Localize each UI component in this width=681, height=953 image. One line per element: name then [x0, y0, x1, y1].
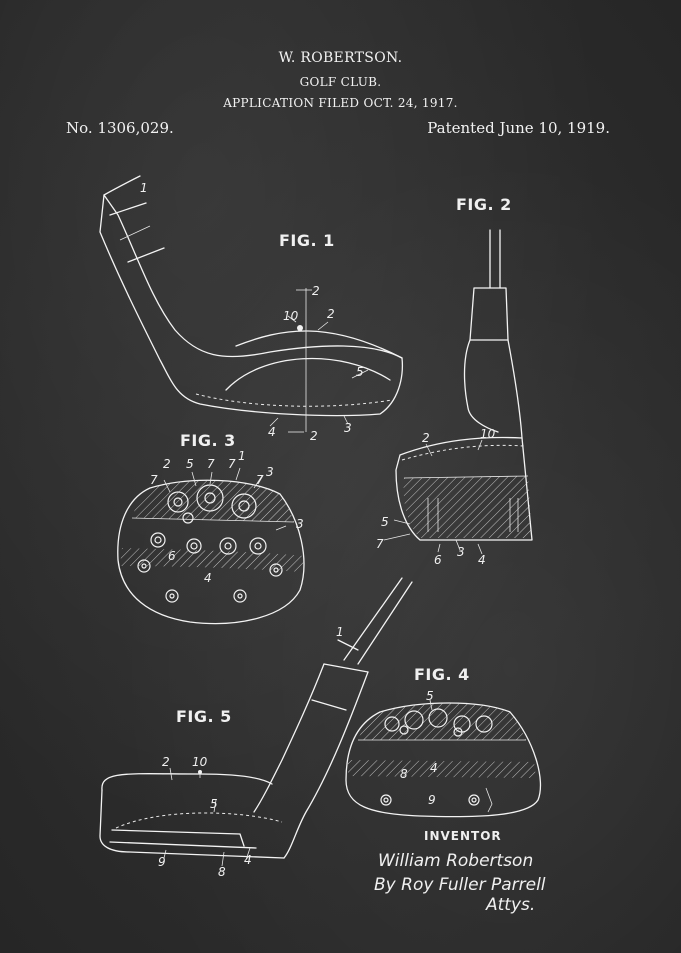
- fig5-label: 1: [336, 625, 344, 639]
- fig3-label: 1: [238, 449, 246, 463]
- patented-date: Patented June 10, 1919.: [427, 119, 610, 137]
- fig3-title: FIG. 3: [180, 431, 236, 450]
- fig2-label: 4: [478, 553, 486, 567]
- fig1-label: 3: [344, 421, 352, 435]
- fig4-title: FIG. 4: [414, 665, 470, 684]
- fig1-label: 2: [327, 307, 335, 321]
- inventor-name: W. ROBERTSON.: [278, 50, 403, 66]
- fig1-label: 2: [312, 284, 320, 298]
- fig3-label: 7: [207, 457, 215, 471]
- inventor-heading: INVENTOR: [424, 829, 502, 843]
- inventor-signature: William Robertson: [378, 851, 533, 871]
- fig3-label: 7: [256, 473, 264, 487]
- fig3-label: 5: [186, 457, 194, 471]
- fig5-drawing: [99, 577, 413, 867]
- attorney-suffix: Attys.: [485, 895, 535, 915]
- patent-title: GOLF CLUB.: [299, 75, 382, 89]
- fig4-label: 8: [400, 767, 408, 781]
- fig5-label: 8: [218, 865, 226, 879]
- fig2-title: FIG. 2: [456, 195, 512, 214]
- fig1-title: FIG. 1: [279, 231, 335, 250]
- fig5-title: FIG. 5: [176, 707, 232, 726]
- fig4-label: 9: [428, 793, 436, 807]
- fig3-label: 2: [163, 457, 171, 471]
- fig3-label: 7: [228, 457, 236, 471]
- fig4-label: 5: [426, 689, 434, 703]
- fig5-label: 10: [192, 755, 208, 769]
- fig2-label: 6: [434, 553, 442, 567]
- fig1-label: 5: [356, 365, 364, 379]
- fig1-label: 4: [268, 425, 276, 439]
- fig2-label: 10: [480, 427, 496, 441]
- attorney-signature: By Roy Fuller Parrell: [374, 875, 546, 895]
- fig1-label: 10: [283, 309, 299, 323]
- fig5-label: 5: [210, 797, 218, 811]
- fig3-drawing: [117, 467, 305, 625]
- application-filed: APPLICATION FILED OCT. 24, 1917.: [223, 96, 458, 110]
- fig2-label: 3: [457, 545, 465, 559]
- fig3-label: 3: [296, 517, 304, 531]
- fig1-label: 2: [310, 429, 318, 443]
- fig5-label: 2: [162, 755, 170, 769]
- fig2-label: 2: [422, 431, 430, 445]
- fig2-label: 5: [381, 515, 389, 529]
- fig3-label: 6: [168, 549, 176, 563]
- fig5-label: 4: [244, 853, 252, 867]
- fig2-label: 7: [376, 537, 384, 551]
- fig2-drawing: [383, 229, 533, 555]
- fig3-label: 3: [266, 465, 274, 479]
- fig5-label: 9: [158, 855, 166, 869]
- fig1-label: 1: [140, 181, 148, 195]
- fig1-drawing: [99, 175, 404, 433]
- fig4-drawing: [345, 699, 542, 818]
- patent-number: No. 1306,029.: [66, 119, 174, 137]
- fig3-label: 4: [204, 571, 212, 585]
- fig3-label: 7: [150, 473, 158, 487]
- fig4-label: 4: [430, 761, 438, 775]
